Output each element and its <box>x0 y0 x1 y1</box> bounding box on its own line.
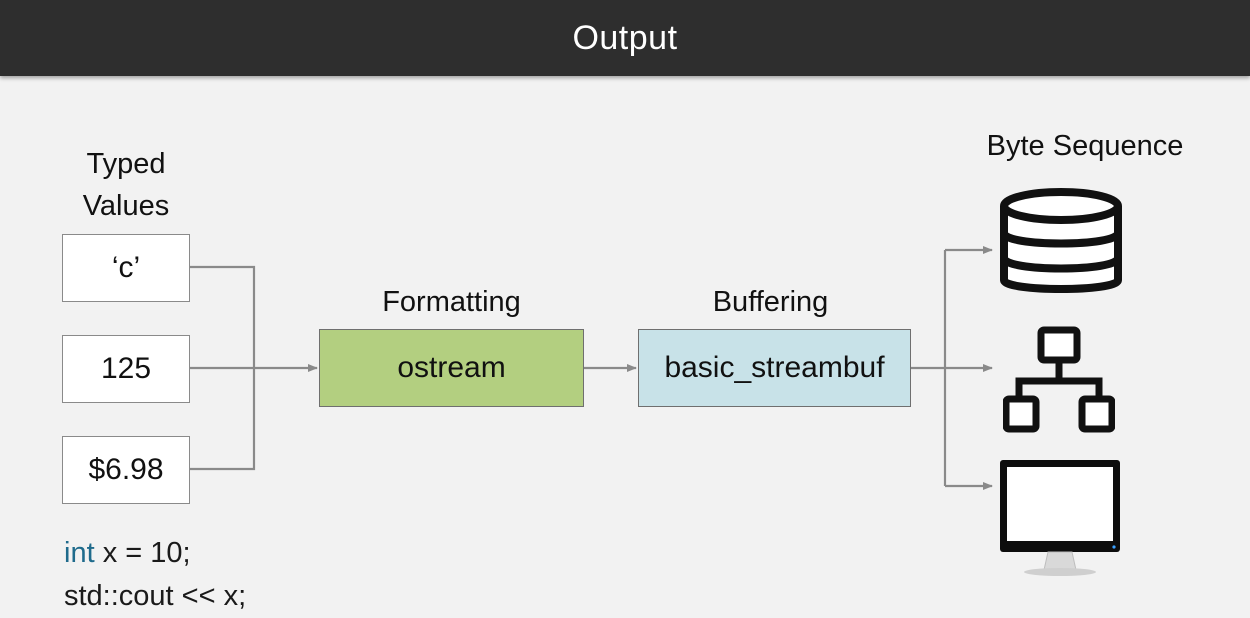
buffering-label: Buffering <box>712 286 829 318</box>
database-icon <box>1000 188 1122 293</box>
formatting-label: Formatting <box>382 286 521 318</box>
ostream-box: ostream <box>319 329 584 407</box>
connector-dollar <box>190 368 256 471</box>
connector-c <box>190 265 256 368</box>
code-keyword: int <box>64 537 95 569</box>
value-box-int: 125 <box>62 335 190 403</box>
value-box-money: $6.98 <box>62 436 190 504</box>
typed-values-label-line2: Values <box>82 190 170 223</box>
network-hierarchy-icon <box>1003 326 1115 433</box>
code-line-1: int x = 10; <box>64 537 191 570</box>
title-bar: Output <box>0 0 1250 76</box>
typed-values-label-line1: Typed <box>86 148 166 180</box>
streambuf-text: basic_streambuf <box>664 351 885 384</box>
streambuf-box: basic_streambuf <box>638 329 911 407</box>
byte-sequence-label: Byte Sequence <box>986 130 1184 162</box>
ostream-text: ostream <box>397 351 506 384</box>
value-money-text: $6.98 <box>88 453 164 486</box>
code-line-1-rest: x = 10; <box>94 537 191 569</box>
code-line-2: std::cout << x; <box>64 580 247 612</box>
value-int-text: 125 <box>100 352 152 385</box>
typed-values-label: Typed Values <box>62 143 190 227</box>
value-box-char: ‘c’ <box>62 234 190 302</box>
page-title: Output <box>572 18 678 57</box>
value-char-text: ‘c’ <box>111 251 141 284</box>
monitor-icon <box>1000 460 1120 576</box>
